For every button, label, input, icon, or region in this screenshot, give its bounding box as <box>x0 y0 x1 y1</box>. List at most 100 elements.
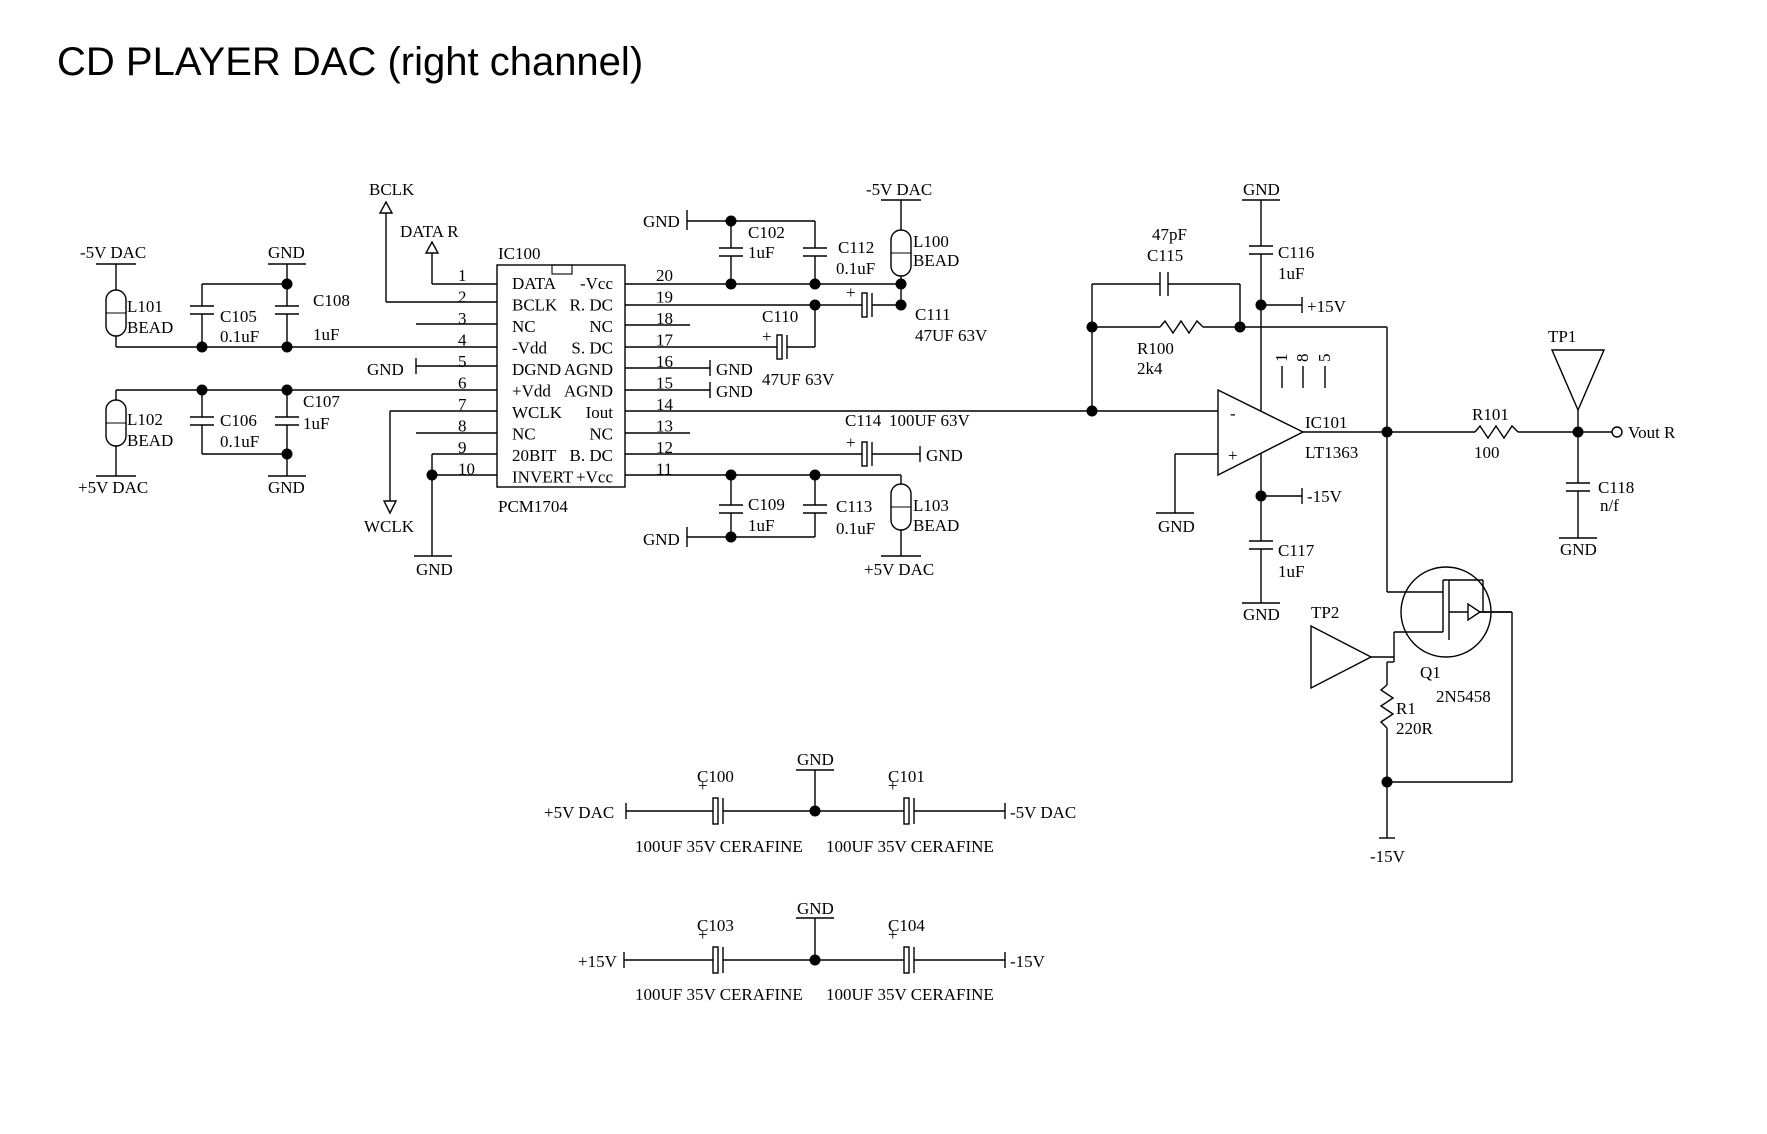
c107-value: 1uF <box>303 414 329 433</box>
l103-ref: L103 <box>913 496 949 515</box>
c103-polarity: + <box>698 925 708 944</box>
c108-ref: C108 <box>313 291 350 310</box>
ic100-pin-name: AGND <box>564 360 613 379</box>
ic100-pin-name: INVERT <box>512 468 574 487</box>
net-label-p5v-dac-c100: +5V DAC <box>544 803 614 822</box>
net-label-gnd-c114: GND <box>926 446 963 465</box>
l102-ref: L102 <box>127 410 163 429</box>
c103-value: 100UF 35V CERAFINE <box>635 985 803 1004</box>
ic100-ref: IC100 <box>498 244 541 263</box>
net-label-gnd-c108: GND <box>268 243 305 262</box>
c116-value: 1uF <box>1278 264 1304 283</box>
ic101-ref: IC101 <box>1305 413 1348 432</box>
c115-ref: C115 <box>1147 246 1183 265</box>
c109-value: 1uF <box>748 516 774 535</box>
ic100-pin-name: B. DC <box>570 446 613 465</box>
c114-ref: C114 <box>845 411 882 430</box>
ic100-pin-number: 15 <box>656 374 673 393</box>
r100-value: 2k4 <box>1137 359 1163 378</box>
net-label-gnd-c107: GND <box>268 478 305 497</box>
c105-value: 0.1uF <box>220 327 259 346</box>
bulk-decoupling-5v: +5V DAC -5V DAC GND + + C100 C101 100UF … <box>544 750 1076 856</box>
net-label-gnd-pin10: GND <box>416 560 453 579</box>
ic100-pin-number: 6 <box>458 374 467 393</box>
net-label-gnd-pin5: GND <box>367 360 404 379</box>
ic101-pin-number: 5 <box>1315 354 1334 363</box>
c100-value: 100UF 35V CERAFINE <box>635 837 803 856</box>
ic100-part: PCM1704 <box>498 497 568 516</box>
net-label-p15v-c103: +15V <box>578 952 618 971</box>
l101-c105-c108-network: -5V DAC L101 BEAD GND C105 0.1uF C108 1u… <box>80 243 497 353</box>
net-label-gnd-c116: GND <box>1243 180 1280 199</box>
net-label-gnd-ic101: GND <box>1158 517 1195 536</box>
ic100-pin-number: 16 <box>656 352 673 371</box>
net-label-m15v-r1: -15V <box>1370 847 1406 866</box>
c106-value: 0.1uF <box>220 432 259 451</box>
c114-value: 100UF 63V <box>889 411 970 430</box>
ic100-pin-number: 19 <box>656 288 673 307</box>
c112-ref: C112 <box>838 238 874 257</box>
net-label-p15v-ic101: +15V <box>1307 297 1347 316</box>
c113-value: 0.1uF <box>836 519 875 538</box>
c118-ref: C118 <box>1598 478 1634 497</box>
ic100-pin-number: 12 <box>656 438 673 457</box>
l101-value: BEAD <box>127 318 173 337</box>
net-label-m5v-dac-c101: -5V DAC <box>1010 803 1076 822</box>
net-label-data-r: DATA R <box>400 222 459 241</box>
ic100-pin-name: NC <box>589 425 613 444</box>
c112-value: 0.1uF <box>836 259 875 278</box>
c105-ref: C105 <box>220 307 257 326</box>
net-label-gnd-c102: GND <box>643 212 680 231</box>
c101-value: 100UF 35V CERAFINE <box>826 837 994 856</box>
tp1-ref: TP1 <box>1548 327 1576 346</box>
c110-polarity: + <box>762 327 772 346</box>
ic101-pin-number: 1 <box>1272 354 1291 363</box>
c109-ref: C109 <box>748 495 785 514</box>
l100-ref: L100 <box>913 232 949 251</box>
net-label-p5v-dac-l103: +5V DAC <box>864 560 934 579</box>
ic100-pin-name: -Vdd <box>512 339 547 358</box>
r101-ref: R101 <box>1472 405 1509 424</box>
tp2-ref: TP2 <box>1311 603 1339 622</box>
l101-ref: L101 <box>127 297 163 316</box>
c117-ref: C117 <box>1278 541 1315 560</box>
ic101-pin-number: 8 <box>1293 354 1312 363</box>
ic100-pin-number: 7 <box>458 395 467 414</box>
ic100-pin-number: 5 <box>458 352 467 371</box>
q1-ref: Q1 <box>1420 663 1441 682</box>
net-label-gnd-c100-c101: GND <box>797 750 834 769</box>
net-label-gnd-c117: GND <box>1243 605 1280 624</box>
ic101-noninv: + <box>1228 446 1238 465</box>
c102-value: 1uF <box>748 243 774 262</box>
ic100-pin-name: -Vcc <box>580 274 613 293</box>
ic100-pin-number: 1 <box>458 266 467 285</box>
ic100-pin-name: +Vcc <box>576 468 613 487</box>
r100-ref: R100 <box>1137 339 1174 358</box>
ic101-inv: - <box>1230 404 1236 423</box>
ic100-pin-name: NC <box>589 317 613 336</box>
c102-ref: C102 <box>748 223 785 242</box>
l100-value: BEAD <box>913 251 959 270</box>
c104-value: 100UF 35V CERAFINE <box>826 985 994 1004</box>
net-label-wclk: WCLK <box>364 517 415 536</box>
c111-ref: C111 <box>915 305 951 324</box>
net-label-vout-r: Vout R <box>1628 423 1676 442</box>
ic100-pin-number: 17 <box>656 331 674 350</box>
c108-value: 1uF <box>313 325 339 344</box>
ic100-pin-name: R. DC <box>570 296 613 315</box>
bulk-decoupling-15v: +15V -15V GND + + C103 C104 100UF 35V CE… <box>578 899 1046 1004</box>
ic100-pin-number: 2 <box>458 288 467 307</box>
ic100-pin-number: 9 <box>458 438 467 457</box>
l102-value: BEAD <box>127 431 173 450</box>
c110-value: 47UF 63V <box>762 370 835 389</box>
c104-polarity: + <box>888 925 898 944</box>
net-label-gnd-c103-c104: GND <box>797 899 834 918</box>
c106-ref: C106 <box>220 411 257 430</box>
c104-ref: C104 <box>888 916 925 935</box>
ic100-right-network: GND C102 1uF C112 0.1uF -5V DAC L100 BEA… <box>625 180 1218 579</box>
